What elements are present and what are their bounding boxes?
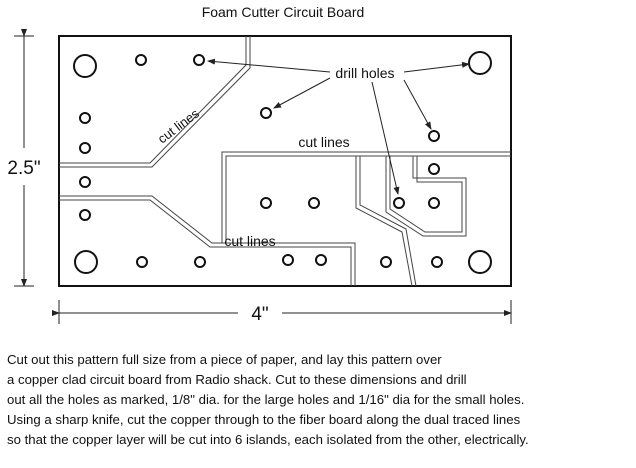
small-hole: [315, 254, 327, 266]
small-hole: [380, 256, 392, 268]
cut-line-right-box-inner: [389, 156, 463, 233]
width-dimension: [52, 300, 512, 324]
small-hole: [282, 254, 294, 266]
small-hole: [79, 112, 91, 124]
height-dimension-label: 2.5": [7, 158, 40, 179]
small-hole: [79, 176, 91, 188]
cut-lines-label-bottom: cut lines: [224, 233, 275, 249]
small-hole: [260, 197, 272, 209]
instruction-line: out all the holes as marked, 1/8" dia. f…: [7, 392, 525, 407]
small-hole: [135, 54, 147, 66]
drill-holes: [73, 51, 492, 274]
large-hole: [74, 250, 98, 274]
small-hole: [194, 256, 206, 268]
cut-line-pocket: [355, 156, 413, 287]
cut-line-right-box: [385, 156, 467, 237]
height-dimension: [14, 29, 34, 287]
small-hole: [79, 209, 91, 221]
small-hole: [193, 54, 205, 66]
small-hole: [393, 197, 405, 209]
width-dimension-label: 4": [251, 304, 268, 325]
instruction-line: Cut out this pattern full size from a pi…: [7, 352, 442, 367]
small-hole: [136, 256, 148, 268]
board-outline: [58, 35, 512, 287]
small-hole: [260, 107, 272, 119]
cut-line-top-left-inner: [59, 36, 251, 168]
small-hole: [428, 130, 440, 142]
cut-line-horizontal-inner: [225, 155, 511, 243]
cut-line-bottom-left-inner: [59, 199, 352, 286]
large-hole: [73, 54, 97, 78]
instruction-line: a copper clad circuit board from Radio s…: [7, 372, 467, 387]
drill-holes-label: drill holes: [335, 65, 394, 81]
drill-holes-callout: [207, 58, 470, 195]
large-hole: [468, 51, 492, 75]
cut-line-bottom-left: [59, 195, 356, 286]
instructions: Cut out this pattern full size from a pi…: [7, 350, 633, 450]
cut-line-pocket-inner: [359, 156, 417, 287]
diagram-title: Foam Cutter Circuit Board: [202, 4, 365, 20]
small-hole: [431, 256, 443, 268]
small-hole: [428, 197, 440, 209]
cut-lines-label-top: cut lines: [298, 134, 349, 150]
cut-lines: [59, 36, 511, 287]
small-hole: [308, 197, 320, 209]
cut-line-horizontal: [221, 151, 511, 243]
instruction-line: Using a sharp knife, cut the copper thro…: [7, 412, 521, 427]
large-hole: [468, 250, 492, 274]
instruction-line: so that the copper layer will be cut int…: [7, 432, 529, 447]
small-hole: [79, 142, 91, 154]
small-hole: [428, 163, 440, 175]
cut-line-top-left: [59, 36, 247, 164]
circuit-board-diagram: Foam Cutter Circuit Board: [7, 4, 512, 325]
